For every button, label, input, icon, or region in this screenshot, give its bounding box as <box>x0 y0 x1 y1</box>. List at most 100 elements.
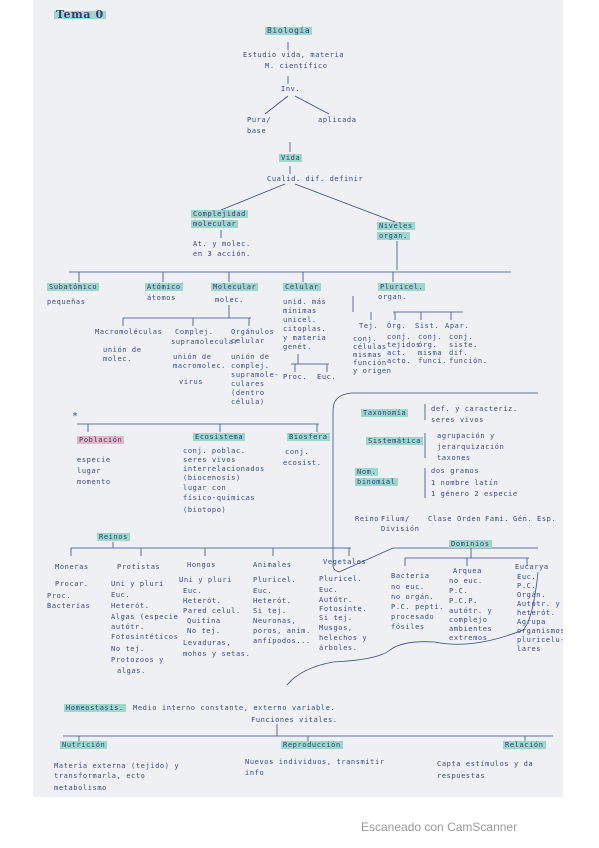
eco-item-1: conj. poblac. <box>183 447 246 455</box>
bacteria-item-5: fósiles <box>391 623 425 631</box>
nom-binomial-line-1: Nom. <box>355 468 379 476</box>
hier-filum: Filum/ <box>381 515 410 523</box>
bacteria-item-2: no orgán. <box>391 593 435 601</box>
arquea-item-7: extremos <box>449 634 488 642</box>
taxonomia-label: Taxonomía <box>361 409 409 417</box>
celular-note-1: unid. más <box>283 298 327 306</box>
vida-label: Vida <box>279 154 303 162</box>
hongos-item-1: Uni y pluri <box>179 576 232 584</box>
macro-sub-2: molec. <box>103 355 132 363</box>
pura-line-2: base <box>247 127 267 135</box>
vegetales-item-5: Si tej. <box>319 614 353 622</box>
level-molecular: Molecular <box>211 283 259 291</box>
org-sub-2: tejidos <box>387 341 421 349</box>
level-pluricel-note: organ. <box>378 293 407 301</box>
vegetales-item-3: Autótr. <box>319 596 353 604</box>
complejidad-line-1: Complejidad <box>191 210 248 218</box>
animales-item-2: Euc. <box>253 587 273 595</box>
celular-proc: Proc. <box>283 373 308 381</box>
org-sub-3: act. <box>387 349 407 357</box>
sist-label: Sist. <box>415 322 440 330</box>
camscanner-watermark: Escaneado con CamScanner <box>361 820 518 834</box>
vegetales-item-6: Musgos, <box>319 624 353 632</box>
taxonomia-text-1: def. y caracteriz. <box>431 405 518 413</box>
dominio-bacteria-label: Bacteria <box>391 572 430 580</box>
tej-label: Tej. <box>359 322 379 330</box>
poblacion-item-2: lugar <box>77 467 102 475</box>
animales-item-6: poros, anim. <box>253 627 311 635</box>
vegetales-item-7: helechos y <box>319 634 368 642</box>
org-sub-4: acto. <box>387 357 412 365</box>
macromoleculas-label: Macromoléculas <box>95 328 163 336</box>
hier-gen: Gén. <box>513 515 533 523</box>
funciones-vitales: Funciones vitales. <box>251 716 338 724</box>
niveles-line-2: organ. <box>377 232 410 240</box>
arquea-item-4: autótr. y <box>449 607 493 615</box>
hier-clase: Clase <box>428 515 453 523</box>
dominio-arquea-label: Arquea <box>453 567 482 575</box>
reinos-title: Reinos <box>97 533 130 541</box>
animales-item-3: Heterót. <box>253 597 292 605</box>
eco-item-4: (biocenosis) <box>183 474 241 482</box>
complej-sub-3: macromolec. <box>173 362 226 370</box>
celular-note-5: y materia <box>283 334 327 342</box>
eucarya-item-1: Euc. <box>517 573 537 581</box>
relacion-text-2: respuestas <box>437 772 486 780</box>
apar-sub-1: conj. <box>449 333 474 341</box>
vegetales-item-8: árboles. <box>319 644 358 652</box>
eco-item-3: interrelacionados <box>183 465 265 473</box>
binomial-text-3: 1 género 2 especie <box>431 490 518 498</box>
nutricion-text-2: transformarla, ecto <box>54 772 146 780</box>
connector-lines <box>63 42 553 742</box>
reino-animales-label: Animales <box>253 561 292 569</box>
homeostasis-text: Medio interno constante, externo variabl… <box>133 704 336 712</box>
level-subatomico-note: pequeñas <box>47 298 86 306</box>
complej-sub-4: virus <box>179 378 204 386</box>
ecosistema-label: Ecosistema <box>193 433 246 441</box>
poblacion-item-3: momento <box>77 478 111 486</box>
poblacion-label: Población <box>77 436 125 444</box>
protistas-item-5: autótr. <box>111 623 145 631</box>
sist-sub-1: conj. <box>418 333 443 341</box>
complej-label: Complej. <box>175 328 214 336</box>
eucarya-item-4: Autótr. y <box>517 600 561 608</box>
intro-line-1: Estudio vida, materia <box>243 51 345 59</box>
vegetales-item-4: Fotosínte. <box>319 605 368 613</box>
organ-sub-4: supramole- <box>231 371 280 379</box>
reproduccion-label: Reproducción <box>281 741 343 749</box>
hier-division: División <box>381 525 420 533</box>
sist-sub-4: funci. <box>418 357 447 365</box>
macro-sub-1: unión de <box>103 346 142 354</box>
hier-esp: Esp. <box>537 515 557 523</box>
level-atomico: Atómico <box>145 283 183 291</box>
hongos-item-3: Heterót. <box>183 597 222 605</box>
tej-sub-3: mismas <box>353 351 382 359</box>
arquea-item-6: ambientes <box>449 625 493 633</box>
bacteria-item-4: procesado <box>391 613 435 621</box>
eco-item-5: lugar con <box>183 484 227 492</box>
reino-vegetales-label: Vegetales <box>323 558 367 566</box>
organulos-label: Orgánulos <box>231 328 275 336</box>
organ-sub-6: (dentro <box>231 389 265 397</box>
level-atomico-note: átomos <box>147 294 176 302</box>
eucarya-item-9: lares <box>517 645 542 653</box>
apar-sub-3: dif. <box>449 349 469 357</box>
hongos-item-6: No tej. <box>187 627 221 635</box>
arquea-item-5: complejo <box>449 616 488 624</box>
eucarya-item-6: Agrupa <box>517 618 546 626</box>
level-pluricel: Pluricel. <box>378 283 426 291</box>
sistematica-text-1: agrupación y <box>437 432 495 440</box>
celular-note-6: genét. <box>283 343 312 351</box>
org-sub-1: conj. <box>387 333 412 341</box>
organ-sub-3: complej. <box>231 362 270 370</box>
homeostasis-label: Homeostasis. <box>64 704 126 712</box>
org-label: Órg. <box>387 322 407 330</box>
organ-sub-5: culares <box>231 380 265 388</box>
level-subatomico: Subatómico <box>47 283 100 291</box>
hongos-item-7: Levaduras, <box>183 639 232 647</box>
moneras-item-2: Proc. <box>47 592 72 600</box>
level-molecular-note: molec. <box>215 296 244 304</box>
complej-sub-2: unión de <box>173 353 212 361</box>
organ-sub-1: celular <box>231 337 265 345</box>
eco-item-2: seres vivos <box>183 456 236 464</box>
